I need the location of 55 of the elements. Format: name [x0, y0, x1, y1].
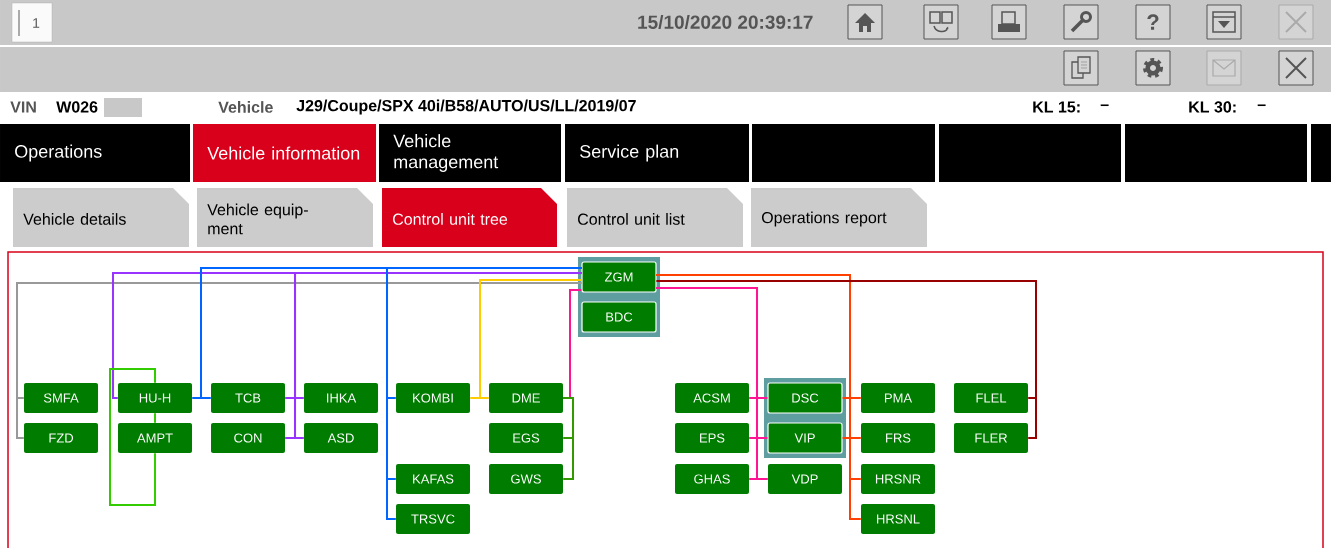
control-unit-box: ASD — [304, 423, 378, 453]
control-unit-box: FZD — [24, 423, 98, 453]
menu-tab: Vehicle information — [193, 124, 376, 182]
control-unit-box: AMPT — [118, 423, 192, 453]
control-unit-box: ACSM — [675, 383, 749, 413]
window-tab: 1 — [11, 2, 53, 43]
bus-line — [109, 368, 156, 506]
sub-tab: Control unit list — [567, 188, 743, 247]
control-unit-box: FLER — [954, 423, 1028, 453]
vin-label: VIN — [10, 101, 36, 113]
menu-tab: Operations — [0, 124, 190, 182]
control-unit-box: TRSVC — [396, 504, 470, 534]
bus-line — [655, 280, 1037, 439]
bus-line — [154, 412, 156, 424]
vehicle-value: J29/Coupe/SPX 40i/B58/AUTO/US/LL/2019/07 — [296, 99, 636, 115]
control-unit-box: HRSNL — [861, 504, 935, 534]
bus-line — [655, 274, 862, 520]
bus-line — [16, 282, 583, 439]
control-unit-box: TCB — [211, 383, 285, 413]
bus-line — [562, 397, 574, 480]
terminal-value: – — [1257, 104, 1266, 107]
bus-line — [386, 267, 583, 520]
control-unit-box: KAFAS — [396, 464, 470, 494]
control-unit-box: FRS — [861, 423, 935, 453]
control-unit-box: EGS — [489, 423, 563, 453]
terminal-value: – — [1100, 104, 1109, 107]
menu-tab: Vehicle management — [379, 124, 561, 182]
sub-tab: Operations report — [751, 188, 927, 247]
sub-tab: Vehicle details — [13, 188, 189, 247]
terminal-label: KL 15: — [1033, 101, 1080, 113]
control-unit-box: BDC — [581, 301, 657, 333]
control-unit-box: ZGM — [581, 261, 657, 293]
control-unit-box: VDP — [768, 464, 842, 494]
control-unit-box: DME — [489, 383, 563, 413]
control-unit-box: DSC — [767, 382, 843, 414]
control-unit-box: HRSNR — [861, 464, 935, 494]
control-unit-box: GHAS — [675, 464, 749, 494]
help-button: ? — [1135, 4, 1171, 40]
control-unit-box: IHKA — [304, 383, 378, 413]
control-unit-box: PMA — [861, 383, 935, 413]
control-unit-box: HU-H — [118, 383, 192, 413]
vin-value: W026 — [56, 101, 98, 113]
control-unit-box: CON — [211, 423, 285, 453]
menu-tab: Service plan — [565, 124, 749, 182]
control-unit-box: KOMBI — [396, 383, 470, 413]
sub-tab: Control unit tree — [382, 188, 557, 247]
control-unit-box: EPS — [675, 423, 749, 453]
timestamp: 15/10/2020 20:39:17 — [638, 14, 813, 30]
control-unit-box: FLEL — [954, 383, 1028, 413]
vehicle-label: Vehicle — [218, 101, 273, 113]
control-unit-box: VIP — [767, 422, 843, 454]
terminal-label: KL 30: — [1189, 101, 1236, 113]
control-unit-box: GWS — [489, 464, 563, 494]
sub-tab: Vehicle equip-ment — [197, 188, 373, 247]
control-unit-box: SMFA — [24, 383, 98, 413]
